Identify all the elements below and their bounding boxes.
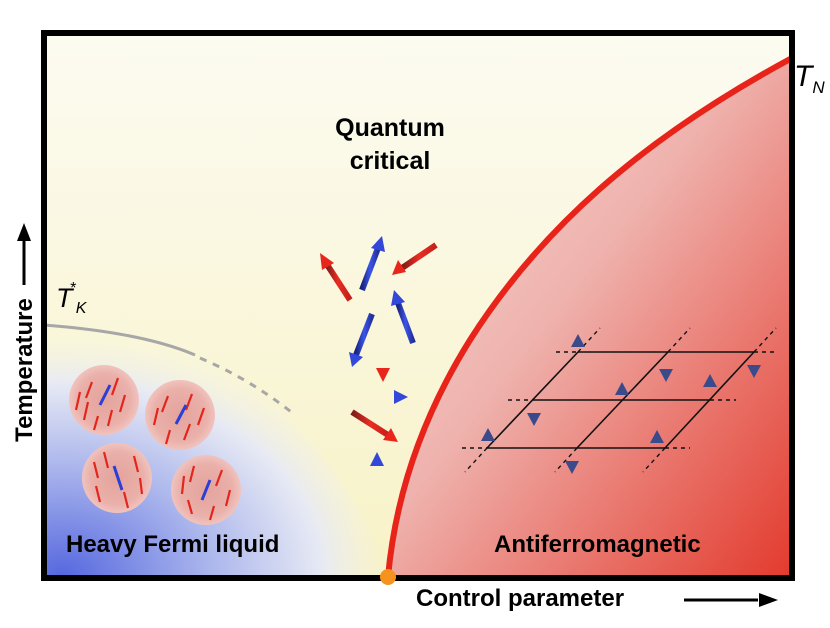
temperature-label: Temperature [11,298,38,442]
spin-red-2 [392,242,438,275]
quantum-critical-label: Quantum critical [290,112,490,178]
tn-phase-boundary [385,55,794,578]
kondo-cluster-1 [69,365,139,435]
tk-sup: * [69,280,76,297]
tk-main: T [56,283,73,313]
arrow-right-icon [684,593,778,607]
spin-red-1 [320,253,353,302]
afm-spin-up-6 [659,328,673,382]
tk-crossover-dashed-line [199,356,296,417]
spin-blue-1 [359,236,385,292]
quantum-critical-line1: Quantum [335,114,445,142]
tn-main: T [794,60,813,93]
tn-label: TN [794,60,825,98]
spin-blue-3 [349,312,375,367]
afm-spin-up-1 [571,334,585,380]
tk-sub: K [75,300,87,317]
kondo-cluster-3 [82,443,152,513]
fluctuating-spins [320,236,438,506]
spin-blue-5 [370,452,384,506]
afm-spin-up-5 [650,430,664,476]
afm-spin-down-2 [527,372,541,426]
quantum-critical-line2: critical [349,147,431,175]
diagram-frame [41,30,795,581]
tk-label: T* K [56,280,86,318]
afm-spin-down-1 [747,324,761,378]
afm-spin-down-3 [565,420,579,474]
spin-blue-4 [352,390,408,404]
kondo-cluster-2 [145,380,215,450]
tk-crossover-solid-line [43,323,196,357]
spin-red-3 [376,326,390,382]
afm-lattice [462,324,778,476]
spin-red-4 [350,409,398,442]
afm-spin-up-2 [615,382,629,428]
kondo-cluster-4 [171,455,241,525]
quantum-critical-point-dot [380,569,396,585]
afm-spin-up-4 [481,428,495,474]
antiferromagnetic-label: Antiferromagnetic [494,531,701,558]
spin-blue-2 [391,290,416,345]
heavy-fermi-liquid-label: Heavy Fermi liquid [66,531,280,558]
tn-sub: N [812,78,825,97]
afm-spin-up-3 [703,374,717,420]
control-parameter-label: Control parameter [416,585,625,612]
arrow-up-icon [17,223,31,285]
